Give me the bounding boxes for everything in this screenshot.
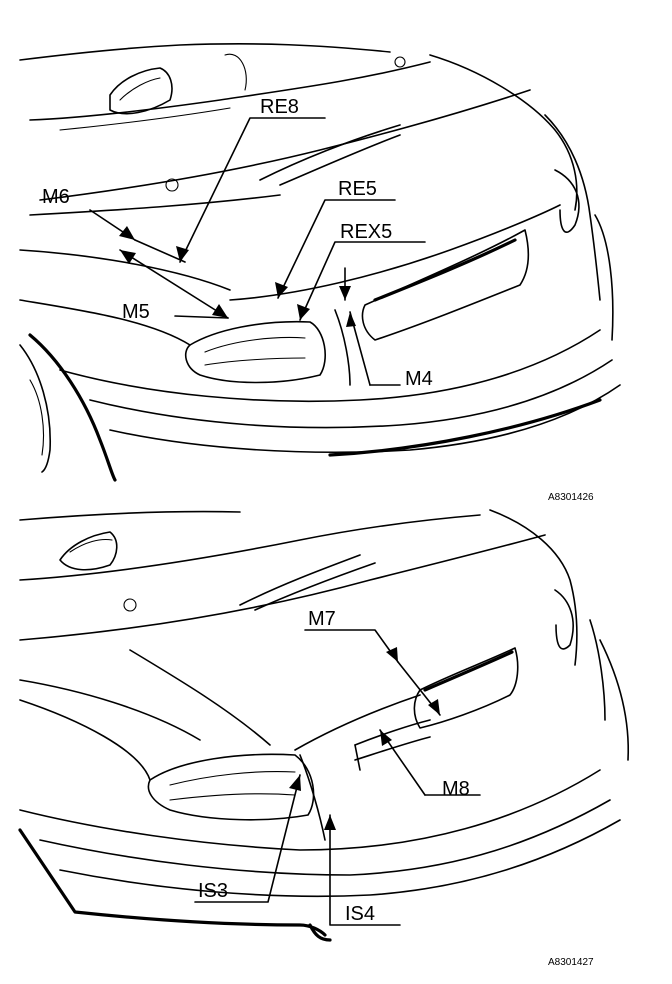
label-m8: M8 [442,778,470,800]
top-dimension-lines [89,117,426,386]
reference-code-top: A8301426 [548,492,594,503]
reference-code-bottom: A8301427 [548,957,594,968]
label-m5: M5 [122,301,150,323]
label-rex5: REX5 [340,221,392,243]
top-labels: RE8 M6 RE5 REX5 M5 M4 A8301426 [42,96,594,503]
label-m7: M7 [308,608,336,630]
label-m4: M4 [405,368,433,390]
label-re5: RE5 [338,178,377,200]
bottom-labels: M7 M8 IS3 IS4 A8301427 [198,608,594,968]
label-is3: IS3 [198,880,228,902]
top-car-rear-view [19,43,621,482]
label-is4: IS4 [345,903,375,925]
bottom-dimension-lines [194,629,481,926]
label-m6: M6 [42,186,70,208]
label-re8: RE8 [260,96,299,118]
bottom-car-rear-view [18,509,630,942]
